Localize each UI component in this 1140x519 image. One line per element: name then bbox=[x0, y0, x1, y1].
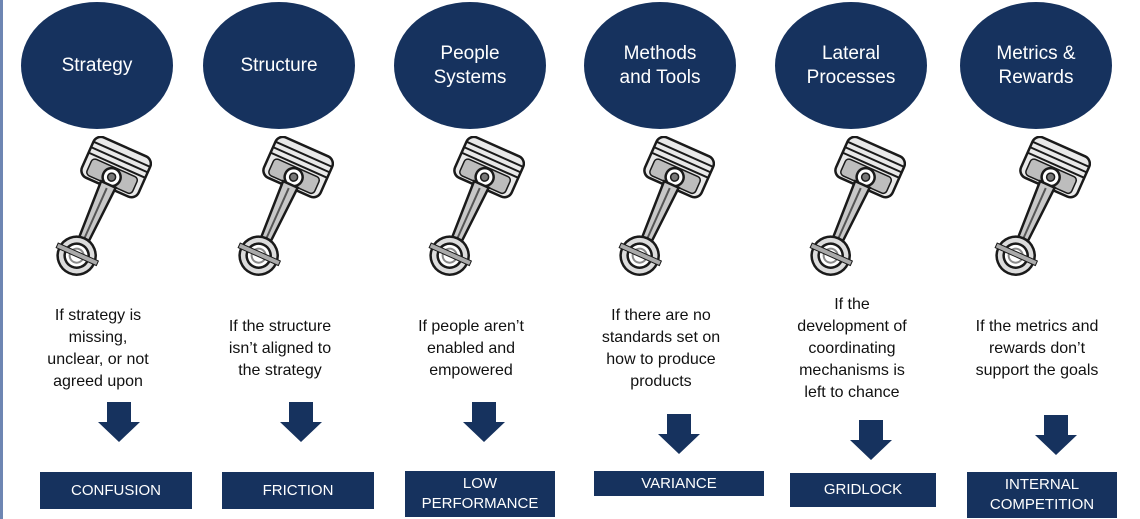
oval-title: Methods and Tools bbox=[584, 2, 736, 129]
piston-icon bbox=[224, 136, 334, 284]
description-text: If the metrics and rewards don’t support… bbox=[975, 318, 1099, 379]
result-box: VARIANCE bbox=[594, 471, 764, 496]
down-arrow-icon bbox=[850, 420, 892, 460]
column-strategy: Strategy If strategy is missing, unclear… bbox=[19, 0, 209, 519]
result-box: LOW PERFORMANCE bbox=[405, 471, 555, 517]
result-box: CONFUSION bbox=[40, 472, 192, 509]
oval-title: Strategy bbox=[21, 2, 173, 129]
column-metrics-and-rewards: Metrics & Rewards If the metrics and rew… bbox=[958, 0, 1140, 519]
column-lateral-processes: Lateral Processes If the development of … bbox=[773, 0, 963, 519]
result-box: GRIDLOCK bbox=[790, 473, 936, 507]
description-text: If there are no standards set on how to … bbox=[601, 307, 721, 390]
column-structure: Structure If the structure isn’t aligned… bbox=[201, 0, 391, 519]
left-border bbox=[0, 0, 3, 519]
description-text: If the development of coordinating mecha… bbox=[797, 296, 907, 401]
down-arrow-icon bbox=[463, 402, 505, 442]
description-text: If people aren’t enabled and empowered bbox=[418, 318, 524, 379]
description-text: If the structure isn’t aligned to the st… bbox=[228, 318, 332, 379]
oval-title: People Systems bbox=[394, 2, 546, 129]
down-arrow-icon bbox=[1035, 415, 1077, 455]
piston-icon bbox=[42, 136, 152, 284]
piston-icon bbox=[605, 136, 715, 284]
result-box: INTERNAL COMPETITION bbox=[967, 472, 1117, 518]
down-arrow-icon bbox=[98, 402, 140, 442]
oval-title: Metrics & Rewards bbox=[960, 2, 1112, 129]
oval-title: Lateral Processes bbox=[775, 2, 927, 129]
piston-icon bbox=[796, 136, 906, 284]
piston-icon bbox=[415, 136, 525, 284]
down-arrow-icon bbox=[658, 414, 700, 454]
down-arrow-icon bbox=[280, 402, 322, 442]
oval-title: Structure bbox=[203, 2, 355, 129]
column-people-systems: People Systems If people aren’t enabled … bbox=[392, 0, 582, 519]
result-box: FRICTION bbox=[222, 472, 374, 509]
piston-icon bbox=[981, 136, 1091, 284]
description-text: If strategy is missing, unclear, or not … bbox=[47, 307, 149, 390]
column-methods-and-tools: Methods and Tools If there are no standa… bbox=[582, 0, 772, 519]
